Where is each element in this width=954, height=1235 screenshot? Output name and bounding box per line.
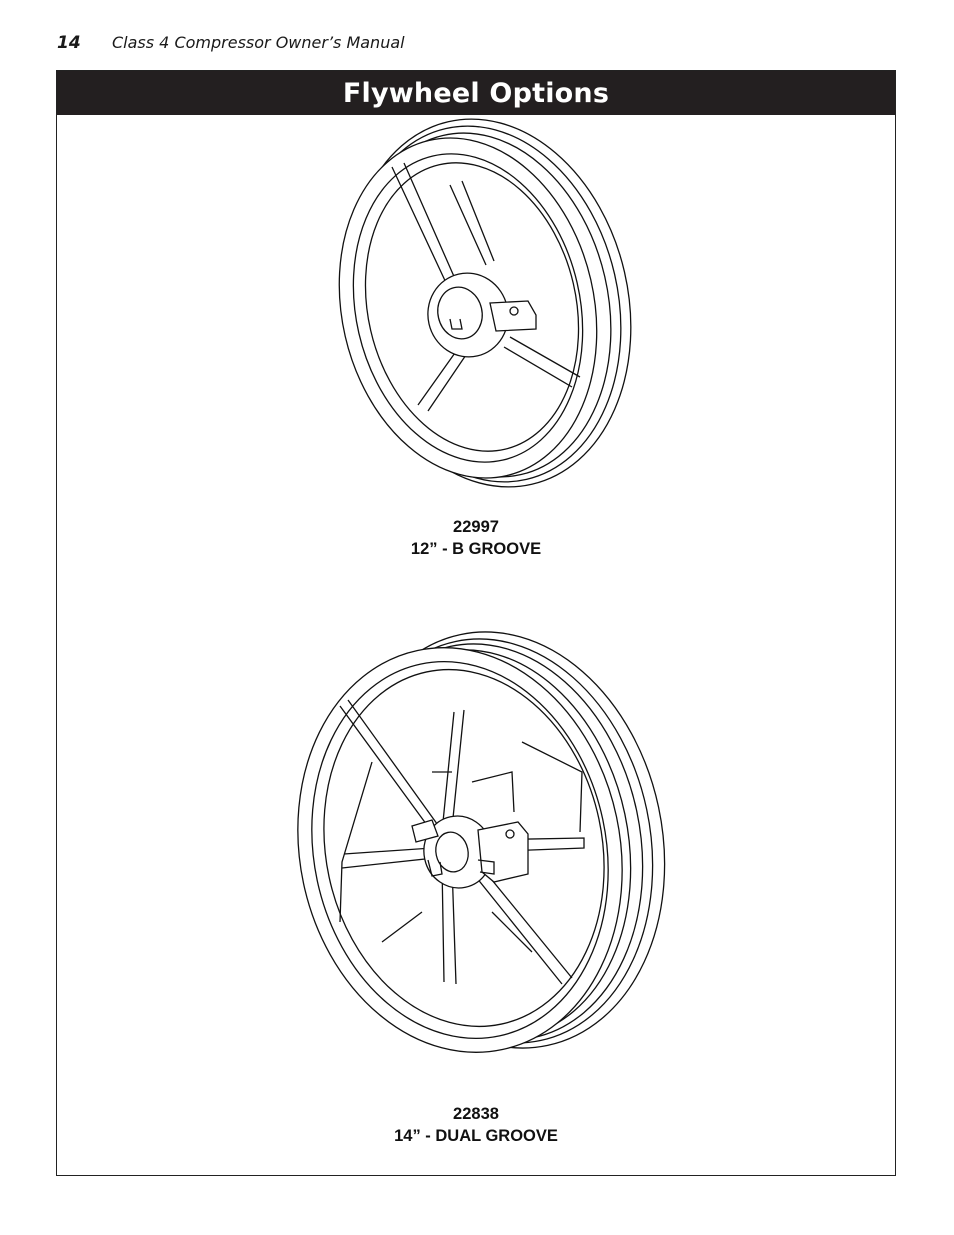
section-title-bar: Flywheel Options [57,71,895,115]
flywheel-14in-dual-groove-icon [297,631,666,1053]
flywheel-12in-b-groove-icon [338,118,632,488]
section-title: Flywheel Options [342,77,610,109]
content-frame: Flywheel Options [56,70,896,1176]
figure-caption-2: 22838 14” - DUAL GROOVE [326,1103,626,1147]
page-header: 14 Class 4 Compressor Owner’s Manual [57,33,405,55]
figure-caption-1: 22997 12” - B GROOVE [326,516,626,560]
page-number: 14 [57,33,81,53]
part-number: 22838 [453,1105,499,1123]
part-description: 14” - DUAL GROOVE [394,1127,558,1145]
manual-title: Class 4 Compressor Owner’s Manual [112,33,405,52]
part-description: 12” - B GROOVE [410,540,542,558]
part-number: 22997 [453,518,499,536]
